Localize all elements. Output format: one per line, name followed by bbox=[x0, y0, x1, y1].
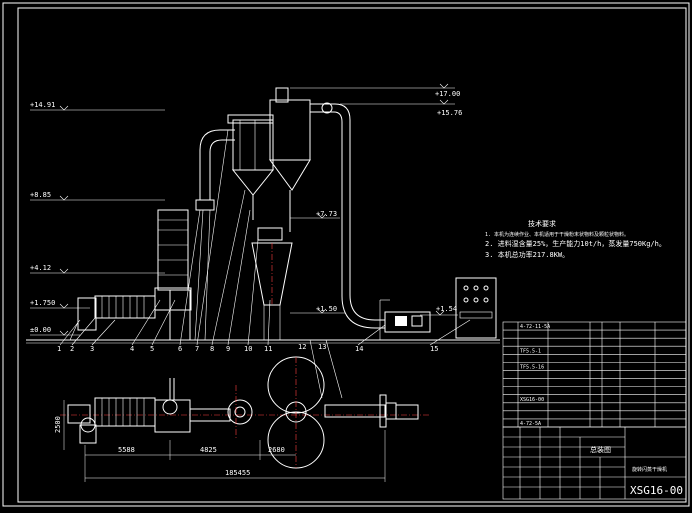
callout-10: 10 bbox=[244, 345, 252, 353]
elevation-view bbox=[59, 87, 497, 346]
dim-2680: 2680 bbox=[268, 446, 285, 454]
machine-name: 旋转闪蒸干燥机 bbox=[632, 466, 667, 473]
dim-5588: 5588 bbox=[118, 446, 135, 454]
title-block: 总装图 旋转闪蒸干燥机 XSG16-00 bbox=[502, 426, 687, 500]
drawing-number: XSG16-00 bbox=[630, 484, 683, 497]
bom-row-code: XSG16-00 bbox=[520, 397, 544, 403]
callout-13: 13 bbox=[318, 343, 326, 351]
return-duct bbox=[310, 103, 385, 321]
callout-4: 4 bbox=[130, 345, 134, 353]
heater-tower bbox=[157, 209, 189, 291]
elevation-000: ±0.00 bbox=[30, 326, 51, 334]
callout-12: 12 bbox=[298, 343, 306, 351]
callout-9: 9 bbox=[226, 345, 230, 353]
elevation-412: +4.12 bbox=[30, 264, 51, 272]
elevation-885: +8.85 bbox=[30, 191, 51, 199]
notes-title: 技术要求 bbox=[528, 219, 556, 228]
heater-plan bbox=[94, 397, 156, 427]
elevation-1576: +15.76 bbox=[437, 109, 462, 117]
callout-8: 8 bbox=[210, 345, 214, 353]
elevation-1750: +1.750 bbox=[30, 299, 55, 307]
callout-2: 2 bbox=[70, 345, 74, 353]
blower-plan bbox=[67, 404, 91, 424]
part-name: 总装图 bbox=[590, 445, 611, 454]
dim-4825: 4825 bbox=[200, 446, 217, 454]
drying-chamber bbox=[169, 289, 191, 341]
plan-dimensions: 2500 5588 4825 2680 185455 bbox=[54, 400, 386, 482]
elevation-1700: +17.00 bbox=[435, 90, 460, 98]
notes-line-2: 2. 进料湿含量25%，生产能力10t/h，蒸发量750Kg/h。 bbox=[485, 239, 666, 248]
elevation-773: +7.73 bbox=[316, 210, 337, 218]
bom-row-code: 4-72-11-5A bbox=[520, 324, 550, 330]
notes-line-1: 1. 本机为连续作业、本机适用于干燥粉末状物料及颗粒状物料。 bbox=[485, 231, 629, 238]
elevation-1491: +14.91 bbox=[30, 101, 55, 109]
plan-view bbox=[60, 339, 430, 469]
callout-3: 3 bbox=[90, 345, 94, 353]
callout-5: 5 bbox=[150, 345, 154, 353]
callout-7: 7 bbox=[195, 345, 199, 353]
inner-border bbox=[17, 7, 687, 503]
feed-hopper bbox=[257, 227, 283, 241]
callout-1: 1 bbox=[57, 345, 61, 353]
dim-18545: 185455 bbox=[225, 469, 250, 477]
outer-border bbox=[2, 2, 690, 507]
bom-row-code: TF5.5-1 bbox=[520, 348, 541, 354]
dim-2500: 2500 bbox=[54, 416, 62, 433]
elevation-154: +1.54 bbox=[436, 305, 457, 313]
bom-row-code: TF5.5-16 bbox=[520, 364, 544, 370]
blower-inlet bbox=[77, 297, 97, 331]
bom-row-code: 4-72-5A bbox=[520, 421, 541, 427]
callout-15: 15 bbox=[430, 345, 438, 353]
shaft-plan bbox=[324, 404, 386, 418]
motor-plan bbox=[395, 404, 419, 420]
callout-11: 11 bbox=[264, 345, 272, 353]
callout-14: 14 bbox=[355, 345, 363, 353]
air-heater bbox=[94, 295, 156, 319]
main-cyclone bbox=[269, 99, 311, 161]
callout-6: 6 bbox=[178, 345, 182, 353]
technical-notes: 技术要求 1. 本机为连续作业、本机适用于干燥粉末状物料及颗粒状物料。 2. 进… bbox=[485, 219, 666, 259]
elevation-markers: +14.91 +8.85 +4.12 +1.750 ±0.00 +17.00 +… bbox=[30, 83, 462, 336]
elevation-150: +1.50 bbox=[316, 305, 337, 313]
feeder-motor bbox=[384, 311, 431, 333]
control-cabinet bbox=[455, 277, 497, 339]
callout-numbers: 1 2 3 4 5 6 7 8 9 10 11 14 15 12 13 bbox=[57, 343, 438, 353]
notes-line-3: 3. 本机总功率217.8KW。 bbox=[485, 250, 569, 259]
cyclone-plan-1 bbox=[227, 399, 253, 425]
furnace-plan bbox=[154, 399, 191, 433]
cyclone-separator bbox=[232, 119, 274, 171]
